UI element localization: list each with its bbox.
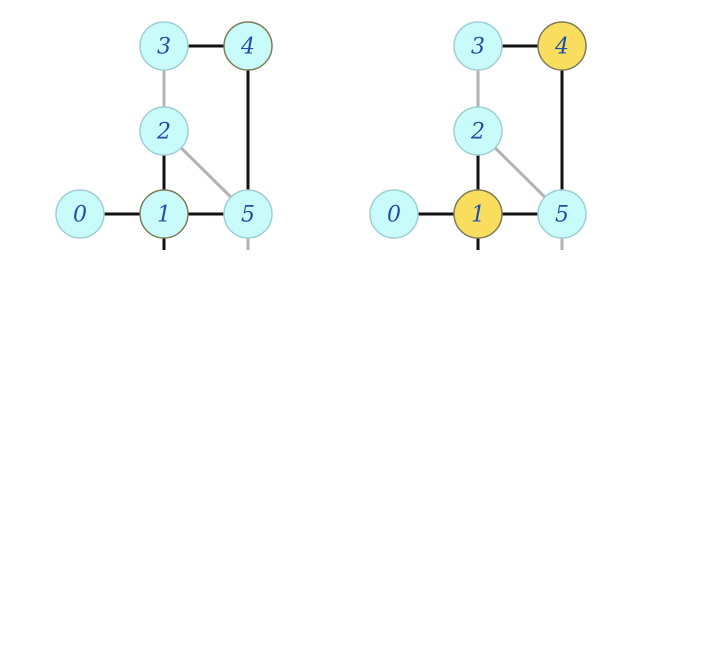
- node-circle: [139, 21, 189, 71]
- node-label: 4: [240, 35, 255, 60]
- node-circle: [223, 21, 273, 71]
- node-label: 1: [157, 203, 171, 228]
- node-label: 0: [387, 203, 401, 228]
- node-1: 1: [453, 189, 503, 239]
- node-4: 4: [223, 21, 273, 71]
- node-3: 3: [453, 21, 503, 71]
- node-5: 5: [537, 189, 587, 239]
- node-0: 0: [55, 189, 105, 239]
- node-label: 3: [157, 35, 171, 60]
- node-label: 5: [241, 203, 255, 228]
- node-label: 0: [73, 203, 87, 228]
- node-circle: [223, 189, 273, 239]
- node-3: 3: [139, 21, 189, 71]
- node-label: 2: [470, 120, 485, 145]
- node-0: 0: [369, 189, 419, 239]
- node-label: 5: [555, 203, 569, 228]
- node-1: 1: [139, 189, 189, 239]
- node-5: 5: [223, 189, 273, 239]
- left-graph: 0 1 2 3 4 5: [55, 21, 273, 250]
- node-2: 2: [139, 106, 189, 156]
- node-4: 4: [537, 21, 587, 71]
- node-circle: [453, 106, 503, 156]
- node-circle: [139, 189, 189, 239]
- node-2: 2: [453, 106, 503, 156]
- node-circle: [453, 189, 503, 239]
- node-label: 4: [554, 35, 569, 60]
- node-circle: [139, 106, 189, 156]
- node-circle: [55, 189, 105, 239]
- node-label: 3: [471, 35, 485, 60]
- node-circle: [537, 189, 587, 239]
- node-circle: [537, 21, 587, 71]
- node-label: 2: [156, 120, 171, 145]
- node-circle: [453, 21, 503, 71]
- node-circle: [369, 189, 419, 239]
- node-label: 1: [471, 203, 485, 228]
- right-graph: 0 1 2 3 4 5: [369, 21, 587, 250]
